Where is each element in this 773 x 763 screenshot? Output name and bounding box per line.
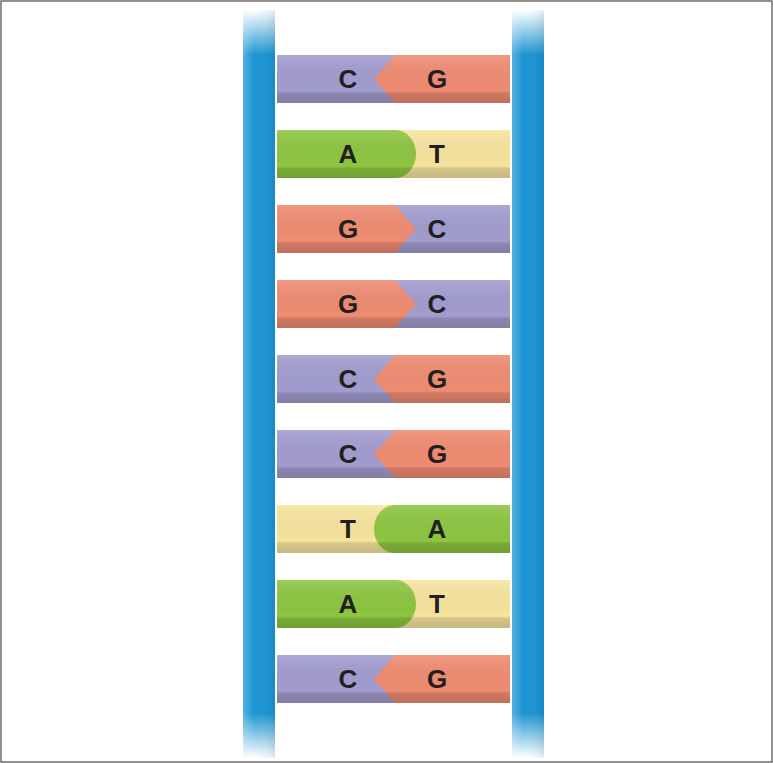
base-half: G [277, 205, 416, 253]
backbone-rail-shine [243, 10, 275, 758]
base-letter: G [338, 216, 358, 242]
base-fill [277, 580, 416, 628]
base-letter: A [428, 516, 447, 542]
base-fill [277, 280, 416, 328]
base-letter: G [338, 291, 358, 317]
base-letter: C [428, 216, 447, 242]
base-fill [374, 505, 510, 553]
backbone-rail-shine [512, 10, 544, 758]
base-shading [374, 430, 510, 478]
base-letter: T [340, 516, 356, 542]
base-fill [374, 355, 510, 403]
base-letter: G [427, 666, 447, 692]
base-shading [277, 130, 416, 178]
backbone-rail [512, 10, 544, 758]
base-letter: C [339, 441, 358, 467]
base-fill [277, 130, 416, 178]
base-fill [374, 55, 510, 103]
base-half: G [374, 430, 510, 478]
base-shading [374, 505, 510, 553]
base-letter: T [429, 141, 445, 167]
base-shading [277, 580, 416, 628]
base-letter: G [427, 366, 447, 392]
base-letter: C [339, 66, 358, 92]
base-fill [374, 655, 510, 703]
base-half: G [374, 355, 510, 403]
base-shading [374, 655, 510, 703]
base-half: A [374, 505, 510, 553]
base-shading [277, 205, 416, 253]
base-fill [374, 430, 510, 478]
base-half: A [277, 130, 416, 178]
base-fill [277, 205, 416, 253]
backbone-rail [243, 10, 275, 758]
base-letter: C [428, 291, 447, 317]
base-shading [277, 280, 416, 328]
base-letter: G [427, 441, 447, 467]
base-letter: C [339, 366, 358, 392]
base-half: G [374, 655, 510, 703]
base-letter: A [339, 591, 358, 617]
base-shading [374, 355, 510, 403]
base-half: G [374, 55, 510, 103]
base-half: A [277, 580, 416, 628]
base-shading [374, 55, 510, 103]
base-letter: G [427, 66, 447, 92]
base-half: G [277, 280, 416, 328]
base-letter: C [339, 666, 358, 692]
base-letter: A [339, 141, 358, 167]
base-letter: T [429, 591, 445, 617]
